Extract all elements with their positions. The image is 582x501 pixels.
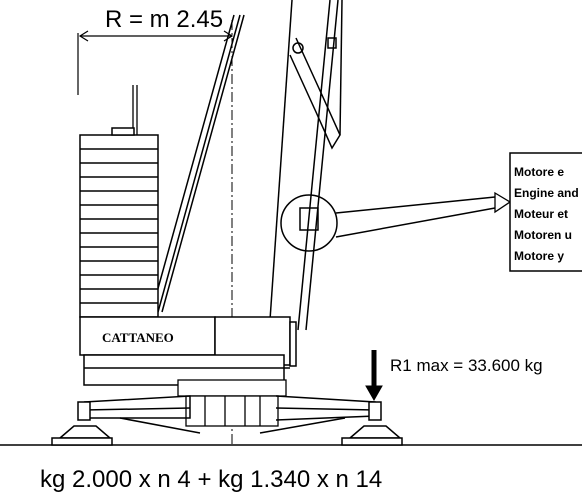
jib-strut	[151, 14, 245, 313]
callout-line-2: Engine and	[514, 186, 579, 200]
callout-line-3: Moteur et	[514, 207, 568, 221]
radius-dimension	[77, 30, 234, 95]
ballast-formula: kg 2.000 x n 4 + kg 1.340 x n 14	[40, 466, 382, 493]
crane-mast	[269, 0, 343, 331]
counterweight-stack	[79, 127, 159, 318]
outrigger-pad-left	[51, 401, 113, 446]
callout-line-1: Motore e	[514, 165, 564, 179]
reaction-arrow	[365, 350, 383, 402]
brand-label: CATTANEO	[102, 330, 174, 345]
detail-magnifier	[280, 194, 496, 252]
callout-line-4: Motoren u	[514, 228, 572, 242]
callout-arrow-head	[494, 191, 512, 214]
outrigger-pad-right	[341, 401, 403, 446]
callout-box	[509, 152, 582, 272]
callout-line-5: Motore y	[514, 249, 564, 263]
reaction-label: R1 max = 33.600 kg	[390, 356, 543, 375]
tie-rod	[132, 85, 138, 135]
radius-label: R = m 2.45	[105, 6, 223, 33]
slewing-base	[177, 379, 287, 427]
turret-body	[79, 316, 297, 386]
